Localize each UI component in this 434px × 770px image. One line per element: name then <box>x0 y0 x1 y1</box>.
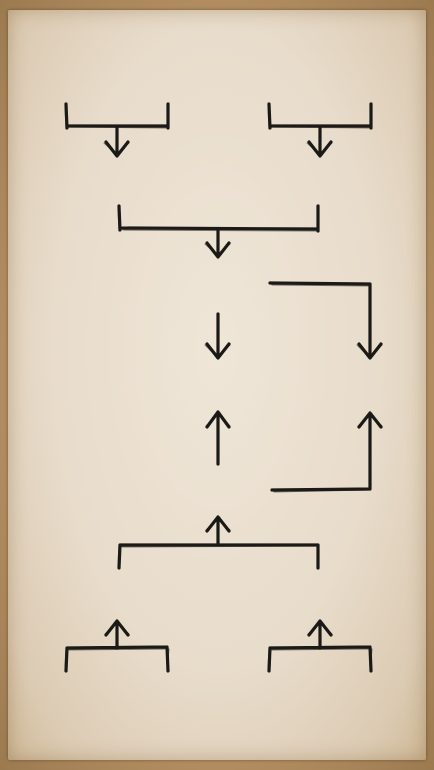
paper-sheet <box>8 10 426 760</box>
fork-up-tile-bottom-right[interactable] <box>258 612 383 676</box>
fork-up-tile-middle[interactable] <box>108 508 330 572</box>
arrow-down-tile-center[interactable] <box>200 305 236 365</box>
fork-down-tile-top-left[interactable] <box>55 95 180 165</box>
fork-down-tile-middle[interactable] <box>108 198 330 266</box>
arrow-up-tile-center[interactable] <box>200 405 236 469</box>
fork-up-tile-bottom-left[interactable] <box>55 612 180 676</box>
elbow-down-tile-right[interactable] <box>262 275 386 367</box>
fork-down-tile-top-right[interactable] <box>258 95 383 165</box>
elbow-up-tile-right[interactable] <box>262 405 386 499</box>
